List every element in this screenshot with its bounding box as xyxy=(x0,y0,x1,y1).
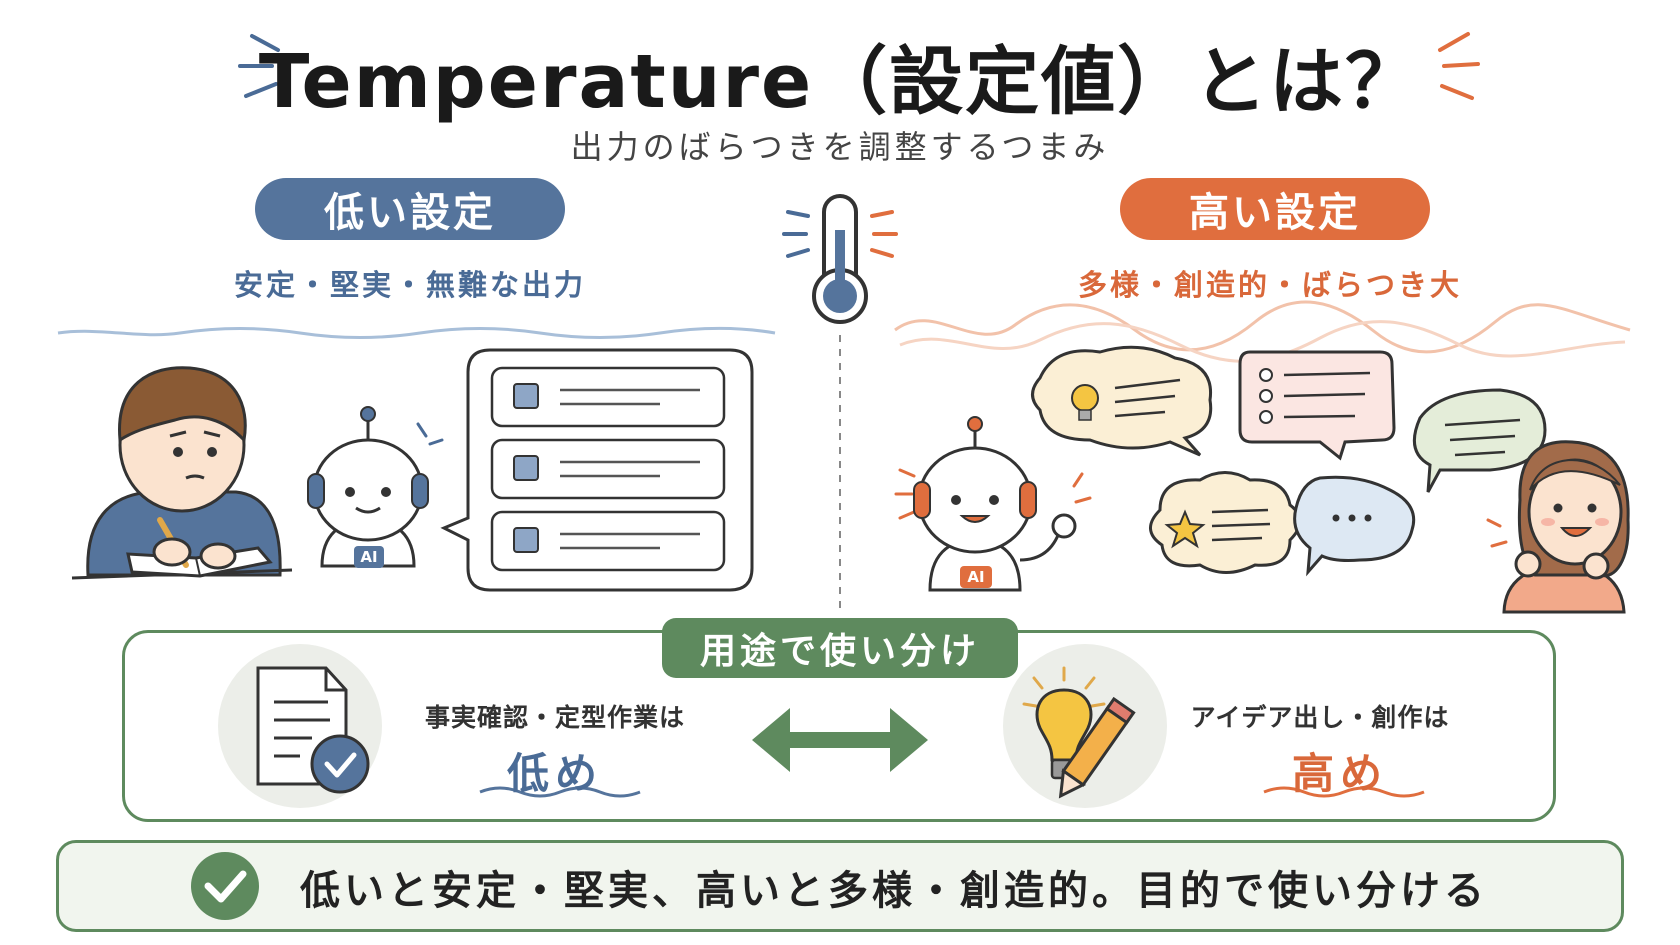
idea-bubble-list xyxy=(1238,350,1396,461)
lightbulb-pencil-icon xyxy=(1003,644,1167,808)
double-arrow-icon xyxy=(752,708,928,772)
page-subtitle: 出力のばらつきを調整するつまみ xyxy=(570,128,1110,166)
low-setting-label: 低い設定 xyxy=(255,178,565,240)
title-dashes-left xyxy=(238,34,280,98)
summary-panel xyxy=(56,840,1624,932)
low-value-underline xyxy=(479,786,641,798)
robot-low-illustration xyxy=(307,406,444,568)
idea-bubble-lightbulb xyxy=(1031,345,1213,457)
idea-bubble-dots xyxy=(1293,475,1416,577)
boy-illustration xyxy=(71,366,293,580)
robot-low-badge: AI xyxy=(360,548,378,566)
usage-low-text: 事実確認・定型作業は xyxy=(424,703,685,732)
title-dashes-right xyxy=(1438,32,1480,100)
usage-low-value: 低め xyxy=(506,749,603,798)
girl-illustration xyxy=(1486,440,1630,614)
usage-high-value: 高め xyxy=(1291,749,1388,798)
robot-high-badge: AI xyxy=(967,568,985,586)
idea-bubble-star xyxy=(1149,471,1302,574)
document-check-icon xyxy=(218,644,382,808)
list-output-bubble xyxy=(440,348,754,592)
high-value-underline xyxy=(1263,786,1425,798)
low-wave xyxy=(57,327,776,339)
idea-bubble-speech xyxy=(1412,388,1547,493)
high-setting-label: 高い設定 xyxy=(1120,178,1430,240)
page-title: Temperature（設定値）とは？ xyxy=(258,39,1422,125)
thermometer-icon xyxy=(782,194,898,324)
usage-panel-title: 用途で使い分け xyxy=(662,618,1018,678)
robot-high-illustration xyxy=(894,416,1092,592)
summary-text: 低いと安定・堅実、高いと多様・創造的。目的で使い分ける xyxy=(300,868,1488,914)
usage-high-text: アイデア出し・創作は xyxy=(1190,703,1450,732)
low-setting-description: 安定・堅実・無難な出力 xyxy=(233,268,586,302)
high-setting-description: 多様・創造的・ばらつき大 xyxy=(1077,268,1462,302)
